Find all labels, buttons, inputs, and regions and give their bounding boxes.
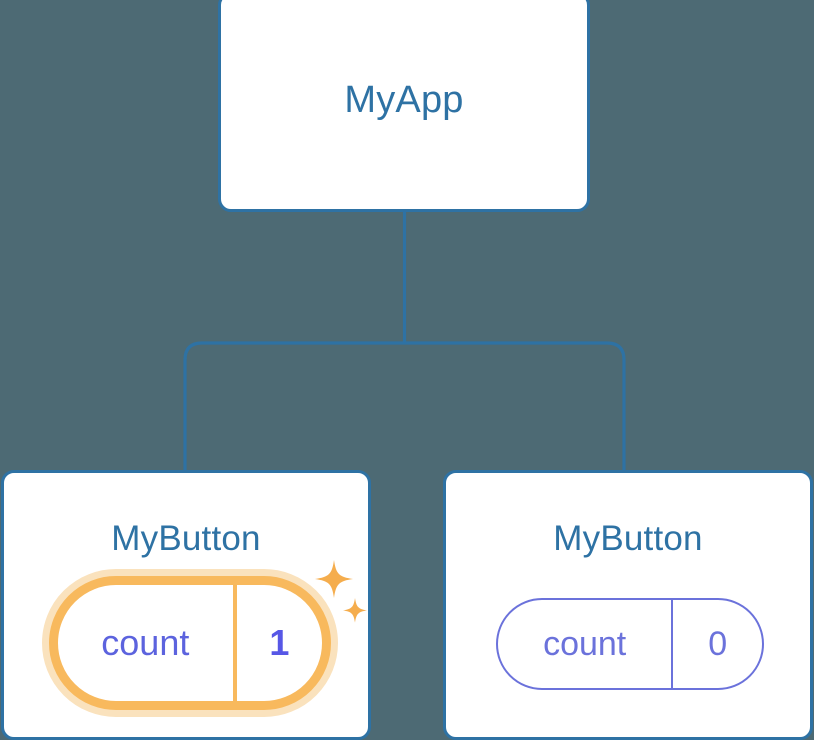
- node-mybutton-left[interactable]: MyButton count 1: [1, 470, 371, 740]
- state-value-label: 0: [708, 624, 728, 663]
- state-pill-highlighted[interactable]: count 1: [42, 569, 338, 717]
- state-key-label: count: [101, 622, 190, 663]
- state-key-label: count: [543, 624, 627, 663]
- node-mybutton-right[interactable]: MyButton count 0: [443, 470, 813, 740]
- state-pill-glow: count 1: [42, 569, 338, 717]
- node-mybutton-left-title: MyButton: [111, 519, 261, 558]
- node-myapp[interactable]: MyApp: [218, 0, 590, 212]
- node-myapp-title: MyApp: [344, 79, 464, 121]
- connector-branches: [183, 341, 626, 470]
- node-mybutton-right-title: MyButton: [553, 519, 703, 558]
- state-pill-plain[interactable]: count 0: [496, 598, 764, 690]
- state-pill-body[interactable]: count 0: [496, 598, 764, 690]
- state-value-label: 1: [269, 622, 290, 663]
- state-pill-body[interactable]: count 1: [49, 576, 331, 710]
- state-pill-divider: [232, 585, 237, 701]
- state-pill-divider: [671, 600, 674, 688]
